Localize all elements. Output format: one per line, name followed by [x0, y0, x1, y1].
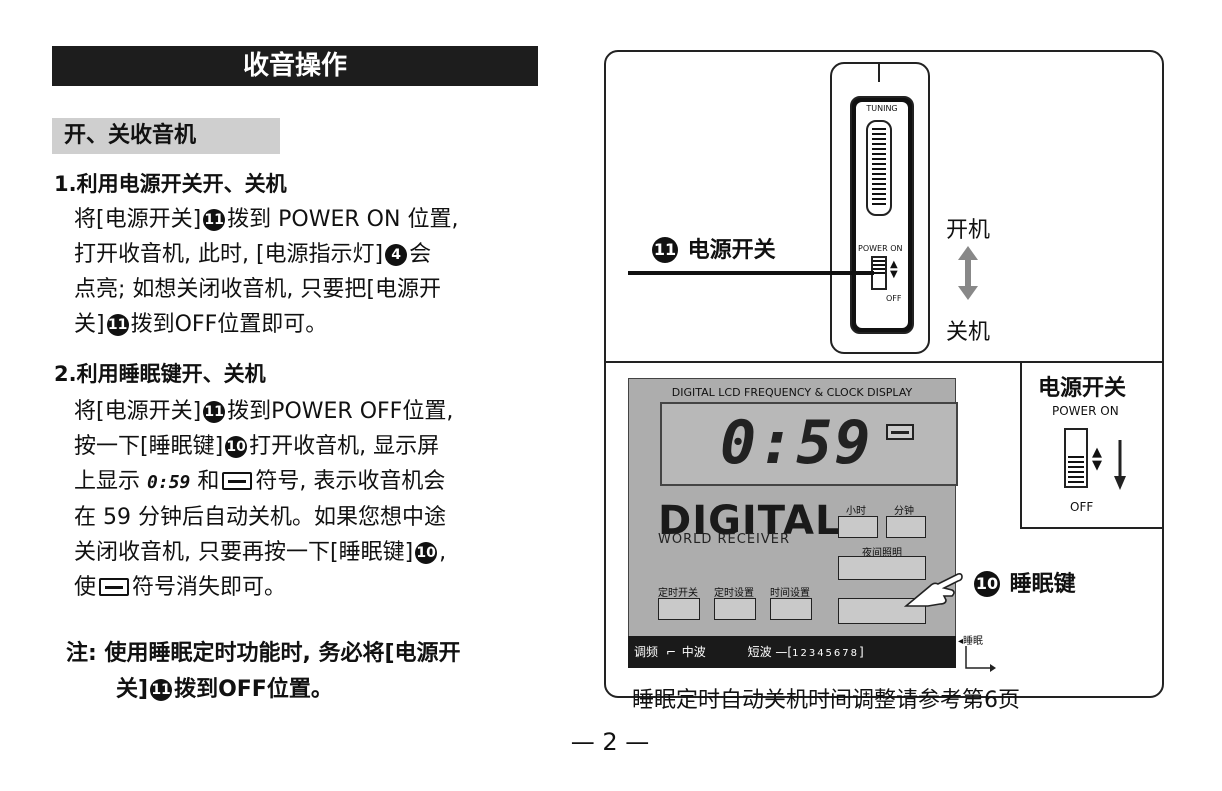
corner-arrow-icon [965, 646, 996, 672]
sleep-symbol-icon [222, 472, 253, 490]
off-state-label: 关机 [946, 320, 991, 345]
side-switch-knob [1068, 456, 1084, 484]
number-10-icon: 10 [974, 571, 1000, 597]
number-11-icon: 11 [106, 314, 129, 336]
number-11-icon: 11 [150, 679, 173, 701]
band-mw-label: 中波 [681, 645, 706, 659]
lcd-screen [660, 402, 958, 486]
side-switch[interactable] [1064, 428, 1088, 488]
hour-label: 小时 [846, 506, 866, 517]
callout-power-switch: 11 电源开关 [652, 237, 776, 263]
minute-button[interactable] [886, 516, 926, 538]
footer-note: 睡眠定时自动关机时间调整请参考第6页 [632, 688, 1020, 713]
lcd-sleep-icon [886, 424, 914, 440]
number-10-icon: 10 [225, 436, 248, 458]
number-11-icon: 11 [203, 401, 226, 423]
night-light-button[interactable] [838, 556, 926, 580]
band-indicator-bar: 调频 ⌐ 中波 短波 —[12345678] [628, 636, 956, 668]
figure-divider [606, 361, 1162, 363]
band-sw-label: 短波 [747, 645, 772, 659]
number-11-icon: 11 [652, 237, 678, 263]
lcd-title: DIGITAL LCD FREQUENCY & CLOCK DISPLAY [671, 386, 913, 399]
timer-onoff-label: 定时开关 [658, 588, 698, 599]
time-set-button[interactable] [770, 598, 812, 620]
power-switch-detail [1020, 361, 1164, 529]
switch-arrows-icon: ▲▼ [890, 259, 898, 280]
page-title: 收音操作 [52, 46, 538, 86]
item1-heading: 1.利用电源开关开、关机 [54, 172, 287, 196]
off-label: OFF [886, 294, 902, 303]
pointing-hand-icon [904, 573, 963, 607]
section-subhead: 开、关收音机 [52, 118, 280, 154]
tuning-wheel-ridges [872, 128, 886, 208]
power-switch-knob [873, 260, 885, 274]
on-label: 开机 [946, 218, 991, 243]
time-set-label: 时间设置 [770, 588, 810, 599]
tuning-label: TUNING [866, 104, 898, 113]
night-light-label: 夜间照明 [862, 548, 902, 559]
number-4-icon: 4 [385, 244, 408, 266]
up-down-arrow-icon [958, 246, 978, 300]
brand-logo: DIGITAL [658, 498, 842, 544]
item2-heading: 2.利用睡眠键开、关机 [54, 362, 266, 386]
number-11-icon: 11 [203, 209, 226, 231]
power-on-label: POWER ON [858, 244, 903, 253]
sleep-symbol-icon [99, 578, 130, 596]
sleep-mark-label: ◂睡眠 [958, 636, 984, 647]
timer-set-button[interactable] [714, 598, 756, 620]
side-switch-arrows-icon: ▲▼ [1092, 445, 1102, 473]
number-10-icon: 10 [415, 542, 438, 564]
sw-band-digits: 12345678 [792, 648, 860, 659]
callout-sleep-key: 10 睡眠键 [974, 571, 1076, 597]
side-off-label: OFF [1070, 500, 1094, 514]
timer-set-label: 定时设置 [714, 588, 754, 599]
lcd-value-inline: 0:59 [147, 472, 191, 493]
band-fm-label: 调频 [634, 645, 659, 659]
down-arrow-icon [1114, 440, 1126, 490]
lcd-time: 0:59 [720, 408, 873, 478]
brand-subtitle: WORLD RECEIVER [658, 532, 791, 547]
hour-button[interactable] [838, 516, 878, 538]
device-seam [878, 62, 880, 82]
minute-label: 分钟 [894, 506, 914, 517]
pointer-line [628, 271, 874, 275]
page-number: — 2 — [570, 728, 650, 756]
side-power-on-label: POWER ON [1052, 404, 1119, 418]
side-box-title: 电源开关 [1038, 376, 1127, 401]
timer-onoff-button[interactable] [658, 598, 700, 620]
